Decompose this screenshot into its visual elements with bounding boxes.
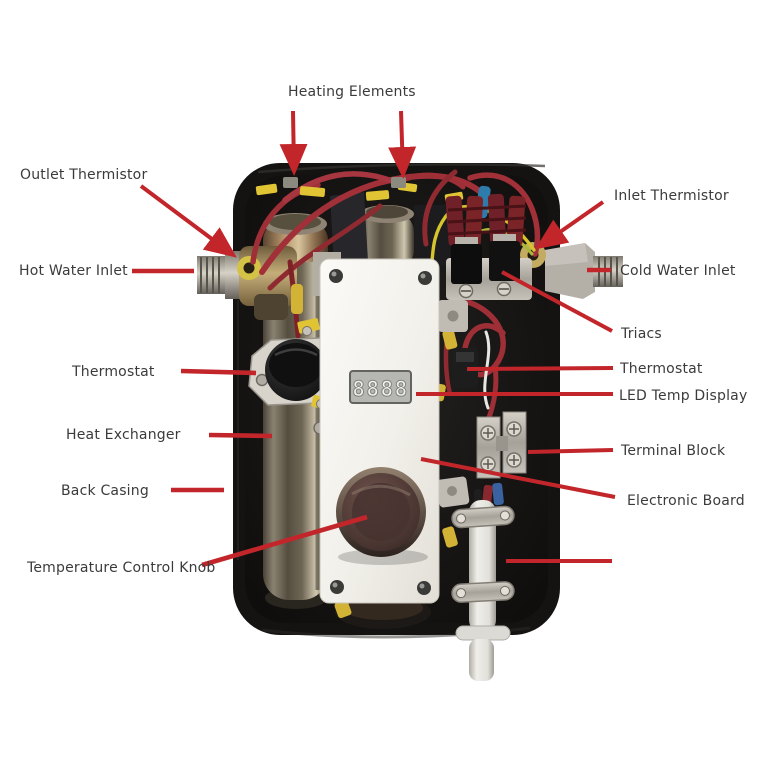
line-heating-element-1 [279, 110, 308, 176]
line-inlet-thermistor [535, 200, 605, 250]
line-thermostat-left [180, 368, 257, 376]
label-heating-elements: Heating Elements [288, 84, 416, 100]
label-back-casing: Back Casing [61, 483, 149, 499]
line-heating-element-2 [388, 110, 417, 179]
label-triacs: Triacs [621, 326, 662, 342]
label-outlet-thermistor: Outlet Thermistor [20, 167, 148, 183]
line-triacs [501, 270, 613, 333]
led-temp-display-part: 8888 [349, 370, 412, 404]
line-electronic-board [420, 457, 616, 499]
label-led-temp-display: LED Temp Display [619, 388, 748, 404]
line-heat-exchanger [208, 432, 273, 439]
temperature-control-knob-part [336, 467, 428, 565]
thermostat-right-part [452, 348, 478, 388]
line-temperature-control-knob [201, 514, 368, 568]
label-inlet-thermistor: Inlet Thermistor [614, 188, 729, 204]
label-hot-water-inlet: Hot Water Inlet [19, 263, 128, 279]
label-electronic-board: Electronic Board [627, 493, 745, 509]
label-terminal-block: Terminal Block [621, 443, 726, 459]
annotation-lines [132, 110, 616, 568]
terminal-block-part [476, 411, 527, 479]
power-cable-part [451, 482, 515, 681]
line-outlet-thermistor [139, 184, 237, 258]
line-thermostat-right [466, 366, 614, 371]
led-digits: 8888 [352, 377, 409, 401]
label-temperature-control-knob: Temperature Control Knob [27, 560, 216, 576]
triacs-part [445, 193, 532, 300]
label-cold-water-inlet: Cold Water Inlet [620, 263, 736, 279]
label-heat-exchanger: Heat Exchanger [66, 427, 181, 443]
cold-water-inlet-fitting [520, 242, 623, 299]
label-thermostat-right: Thermostat [620, 361, 703, 377]
label-thermostat-left: Thermostat [72, 364, 155, 380]
line-terminal-block [527, 448, 614, 454]
